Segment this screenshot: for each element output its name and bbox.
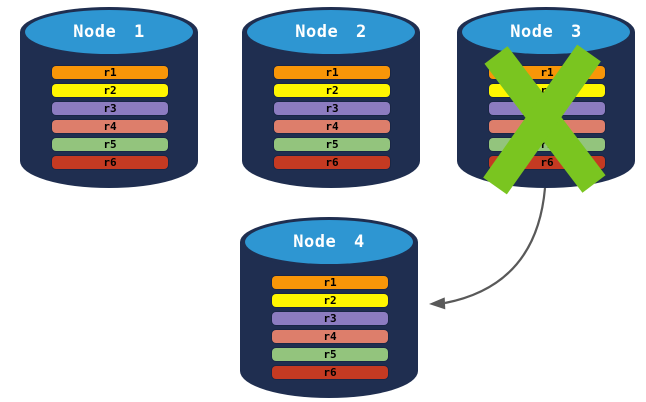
record-list: r1 r2 r3 r4 r5 r6 — [489, 66, 605, 169]
cylinder-top: Node 1 — [25, 10, 193, 54]
record-bar-r2: r2 — [274, 84, 390, 97]
cylinder-top: Node 3 — [462, 10, 630, 54]
arrow-curve — [444, 187, 547, 305]
record-bar-r1: r1 — [52, 66, 168, 79]
record-bar-r4: r4 — [274, 120, 390, 133]
node-title: Node 3 — [510, 22, 582, 42]
record-bar-r6: r6 — [489, 156, 605, 169]
record-bar-r5: r5 — [272, 348, 388, 361]
record-list: r1 r2 r3 r4 r5 r6 — [52, 66, 168, 169]
record-bar-r5: r5 — [52, 138, 168, 151]
record-list: r1 r2 r3 r4 r5 r6 — [274, 66, 390, 169]
record-bar-r1: r1 — [274, 66, 390, 79]
record-bar-r3: r3 — [489, 102, 605, 115]
record-bar-r6: r6 — [52, 156, 168, 169]
node-3: Node 3 r1 r2 r3 r4 r5 r6 — [457, 7, 635, 188]
node-4: Node 4 r1 r2 r3 r4 r5 r6 — [240, 217, 418, 398]
record-bar-r4: r4 — [489, 120, 605, 133]
replication-arrow — [429, 187, 547, 310]
record-bar-r5: r5 — [489, 138, 605, 151]
record-bar-r1: r1 — [489, 66, 605, 79]
cylinder-top: Node 4 — [245, 220, 413, 264]
record-bar-r6: r6 — [274, 156, 390, 169]
record-bar-r2: r2 — [489, 84, 605, 97]
record-list: r1 r2 r3 r4 r5 r6 — [272, 276, 388, 379]
node-title: Node 2 — [295, 22, 367, 42]
record-bar-r3: r3 — [272, 312, 388, 325]
cylinder-top: Node 2 — [247, 10, 415, 54]
record-bar-r4: r4 — [272, 330, 388, 343]
node-title: Node 4 — [293, 232, 365, 252]
node-title: Node 1 — [73, 22, 145, 42]
record-bar-r2: r2 — [52, 84, 168, 97]
record-bar-r3: r3 — [52, 102, 168, 115]
node-2: Node 2 r1 r2 r3 r4 r5 r6 — [242, 7, 420, 188]
arrowhead-icon — [429, 297, 446, 310]
record-bar-r1: r1 — [272, 276, 388, 289]
record-bar-r6: r6 — [272, 366, 388, 379]
record-bar-r5: r5 — [274, 138, 390, 151]
record-bar-r4: r4 — [52, 120, 168, 133]
record-bar-r3: r3 — [274, 102, 390, 115]
record-bar-r2: r2 — [272, 294, 388, 307]
node-1: Node 1 r1 r2 r3 r4 r5 r6 — [20, 7, 198, 188]
